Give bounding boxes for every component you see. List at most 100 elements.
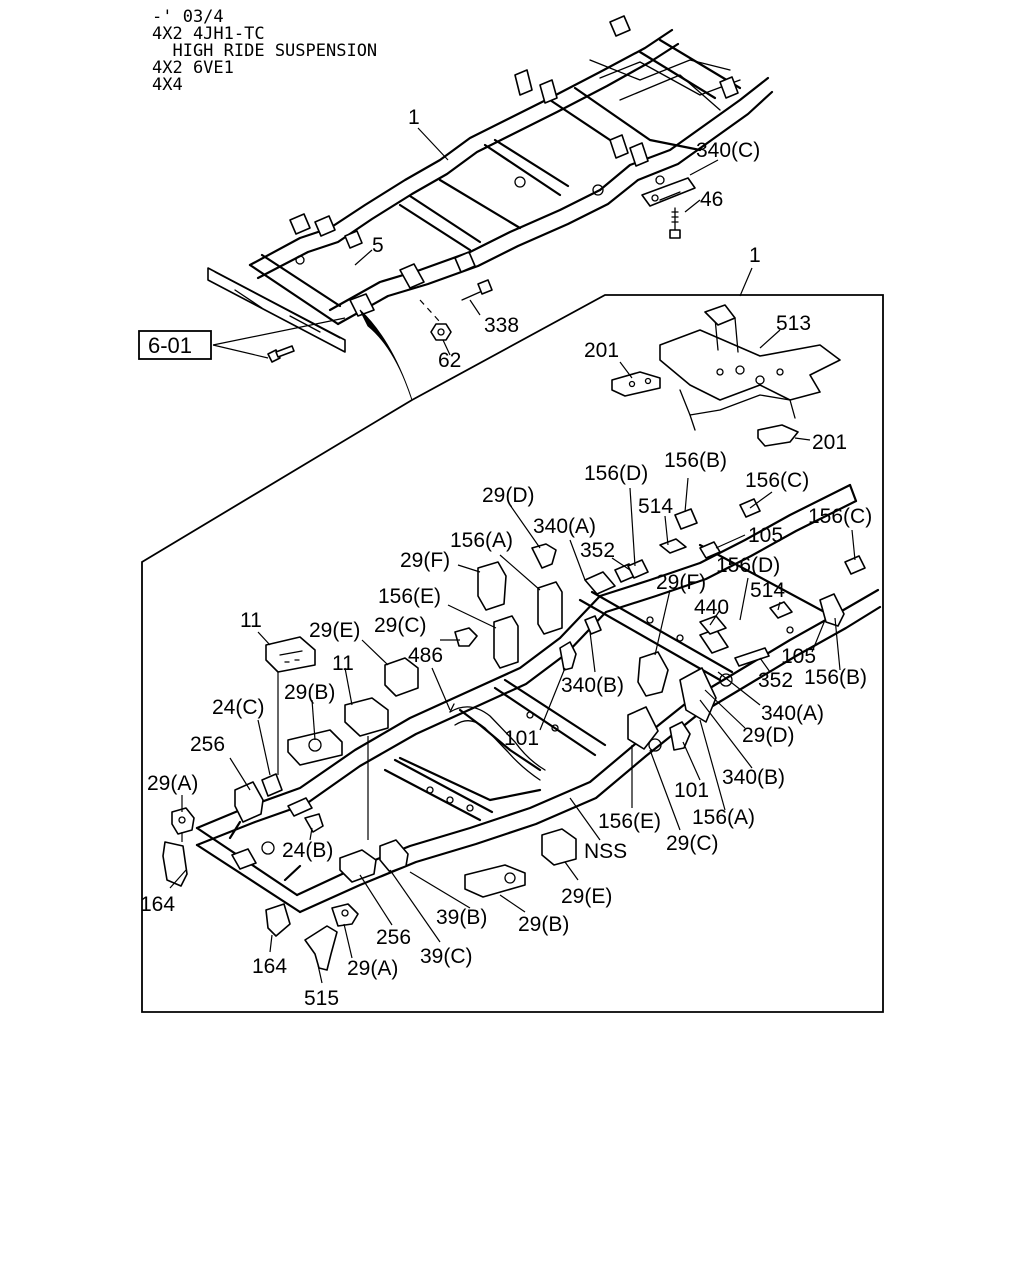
callout-1-detail: 1 bbox=[749, 244, 761, 267]
callout-62: 62 bbox=[438, 349, 461, 372]
callout-156b: 156(B) bbox=[664, 449, 727, 472]
callout-29f-right: 29(F) bbox=[656, 571, 706, 594]
callout-101: 101 bbox=[504, 727, 539, 750]
callout-340b: 340(B) bbox=[561, 674, 624, 697]
callout-105: 105 bbox=[748, 524, 783, 547]
callout-156c-right: 156(C) bbox=[808, 505, 872, 528]
part-156b-top bbox=[674, 508, 698, 530]
callout-labels: 1 5 340(C) 46 338 62 1 513 201 201 156(D… bbox=[140, 106, 872, 1010]
callout-340a-lower: 340(A) bbox=[761, 702, 824, 725]
callout-440: 440 bbox=[694, 596, 729, 619]
reference-box-6-01[interactable]: 6-01 bbox=[138, 330, 212, 360]
bolt-6-01 bbox=[267, 345, 295, 363]
part-24b bbox=[304, 813, 324, 833]
callout-352-lower: 352 bbox=[758, 669, 793, 692]
callout-515: 515 bbox=[304, 987, 339, 1010]
callout-29a: 29(A) bbox=[147, 772, 198, 795]
callout-156d: 156(D) bbox=[584, 462, 648, 485]
part-11-middle bbox=[344, 697, 389, 737]
callout-39c: 39(C) bbox=[420, 945, 473, 968]
callout-156a-lower: 156(A) bbox=[692, 806, 755, 829]
ref-box-label: 6-01 bbox=[148, 333, 192, 358]
part-29f-left bbox=[477, 561, 507, 611]
detail-loose-parts bbox=[162, 508, 793, 971]
front-bumper-bar bbox=[207, 267, 346, 353]
callout-164: 164 bbox=[140, 893, 175, 916]
callout-11-middle: 11 bbox=[332, 652, 354, 675]
callout-29c: 29(C) bbox=[374, 614, 427, 637]
callout-46: 46 bbox=[700, 188, 723, 211]
part-101-lower bbox=[669, 721, 691, 751]
callout-nss: NSS bbox=[584, 840, 627, 863]
ref-box-border bbox=[138, 330, 212, 360]
callout-513: 513 bbox=[776, 312, 811, 335]
callout-105-lower: 105 bbox=[781, 645, 816, 668]
applic-line-5: 4X4 bbox=[152, 75, 183, 95]
part-156d-top bbox=[627, 559, 649, 579]
applic-line-3: HIGH RIDE SUSPENSION bbox=[152, 41, 377, 61]
crossmember-513 bbox=[659, 304, 841, 431]
connector-lines bbox=[181, 299, 441, 842]
part-29d-top bbox=[531, 543, 557, 569]
callout-1: 1 bbox=[408, 106, 420, 129]
callout-514-lower: 514 bbox=[750, 579, 785, 602]
part-29f-right bbox=[637, 651, 669, 697]
callout-29f: 29(F) bbox=[400, 549, 450, 572]
callout-156e: 156(E) bbox=[378, 585, 441, 608]
part-164-upper bbox=[162, 841, 188, 887]
bracket-340c bbox=[641, 177, 696, 207]
part-29c-top bbox=[454, 627, 478, 647]
part-440 bbox=[699, 615, 727, 635]
part-105-top bbox=[699, 541, 721, 559]
nut-62 bbox=[430, 323, 452, 341]
bolt-338 bbox=[461, 279, 493, 301]
callout-340b-lower: 340(B) bbox=[722, 766, 785, 789]
callout-156e-lower: 156(E) bbox=[598, 810, 661, 833]
part-156a-left bbox=[537, 581, 563, 635]
callout-156c: 156(C) bbox=[745, 469, 809, 492]
callout-201-lower: 201 bbox=[812, 431, 847, 454]
part-11-upper bbox=[265, 636, 316, 673]
zoom-arrow bbox=[359, 309, 413, 401]
part-101-upper bbox=[559, 641, 577, 671]
callout-29b: 29(B) bbox=[284, 681, 335, 704]
part-164-lower bbox=[265, 903, 291, 937]
callout-340a: 340(A) bbox=[533, 515, 596, 538]
part-29b-upper bbox=[287, 729, 343, 766]
part-29a-upper bbox=[171, 807, 195, 835]
callout-29a-lower: 29(A) bbox=[347, 957, 398, 980]
part-29b-lower bbox=[464, 864, 526, 898]
applic-line-4: 4X2 6VE1 bbox=[152, 58, 234, 78]
callout-5: 5 bbox=[372, 234, 384, 257]
callout-156d-right: 156(D) bbox=[716, 554, 780, 577]
callout-164-lower: 164 bbox=[252, 955, 287, 978]
part-352-lower bbox=[734, 647, 770, 667]
callout-29e-lower: 29(E) bbox=[561, 885, 612, 908]
part-29a-lower bbox=[331, 903, 359, 927]
callout-156a: 156(A) bbox=[450, 529, 513, 552]
callout-24c: 24(C) bbox=[212, 696, 265, 719]
callout-201-upper: 201 bbox=[584, 339, 619, 362]
plate-201-lower bbox=[757, 424, 799, 447]
callout-338: 338 bbox=[484, 314, 519, 337]
detail-frame-border bbox=[141, 294, 884, 1013]
frame-assembly-detail bbox=[195, 483, 882, 914]
callout-101-lower: 101 bbox=[674, 779, 709, 802]
callout-29e: 29(E) bbox=[309, 619, 360, 642]
callout-352: 352 bbox=[580, 539, 615, 562]
callout-29c-lower: 29(C) bbox=[666, 832, 719, 855]
callout-514: 514 bbox=[638, 495, 673, 518]
callout-256-lower: 256 bbox=[376, 926, 411, 949]
leader-lines bbox=[169, 127, 856, 984]
part-514-top bbox=[659, 538, 687, 554]
callout-24b: 24(B) bbox=[282, 839, 333, 862]
callout-29d: 29(D) bbox=[482, 484, 535, 507]
bolt-46 bbox=[669, 207, 681, 239]
callout-29b-lower: 29(B) bbox=[518, 913, 569, 936]
plate-201-upper bbox=[611, 371, 661, 397]
frame-assembly-overview bbox=[248, 15, 774, 326]
applic-line-1: -' 03/4 bbox=[152, 7, 224, 27]
callout-486: 486 bbox=[408, 644, 443, 667]
part-29e-upper bbox=[384, 657, 419, 697]
